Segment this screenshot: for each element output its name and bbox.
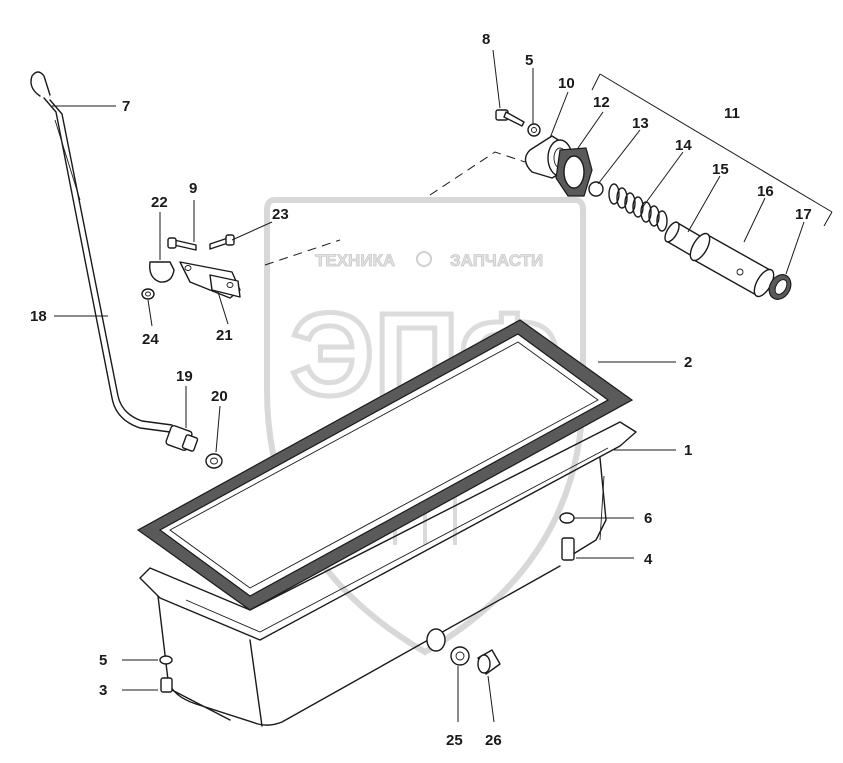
callout-14: 14 xyxy=(675,137,692,154)
callout-13: 13 xyxy=(632,115,649,132)
callout-7: 7 xyxy=(122,98,130,115)
washer-20 xyxy=(205,453,223,469)
callout-23: 23 xyxy=(272,206,289,223)
callout-5-bottom: 5 xyxy=(99,652,107,669)
callout-10: 10 xyxy=(558,75,575,92)
callout-3: 3 xyxy=(99,682,107,699)
dipstick xyxy=(30,71,173,433)
callout-5-top: 5 xyxy=(525,52,533,69)
callout-22: 22 xyxy=(151,194,168,211)
watermark-text-left: ТЕХНИКА xyxy=(315,251,395,270)
watermark-text-right: ЗАПЧАСТИ xyxy=(450,251,543,270)
spring xyxy=(608,183,668,232)
small-parts xyxy=(159,512,575,693)
gear-icon xyxy=(416,251,432,267)
callout-12: 12 xyxy=(593,94,610,111)
oil-pan xyxy=(139,421,637,727)
callout-4: 4 xyxy=(644,551,653,568)
dipstick-fitting xyxy=(165,424,199,452)
watermark-shield xyxy=(264,197,586,656)
callout-17: 17 xyxy=(795,206,812,223)
callout-15: 15 xyxy=(712,161,729,178)
callout-11: 11 xyxy=(724,105,740,122)
callout-8: 8 xyxy=(482,31,490,48)
callout-1: 1 xyxy=(684,442,692,459)
suction-assembly xyxy=(264,73,833,300)
callout-26: 26 xyxy=(485,732,502,749)
leader-lines xyxy=(52,49,805,723)
callout-6: 6 xyxy=(644,510,652,527)
callout-24: 24 xyxy=(142,331,159,348)
callout-21: 21 xyxy=(216,327,233,344)
callout-16: 16 xyxy=(757,183,774,200)
callout-9: 9 xyxy=(189,180,197,197)
callout-25: 25 xyxy=(446,732,463,749)
callout-2: 2 xyxy=(684,354,692,371)
callouts: 7 18 8 5 10 12 11 13 14 15 16 17 9 22 23… xyxy=(30,31,812,749)
bracket-group xyxy=(141,234,241,300)
oil-pan-gasket xyxy=(136,319,634,611)
callout-18: 18 xyxy=(30,308,47,325)
callout-19: 19 xyxy=(176,368,193,385)
callout-20: 20 xyxy=(211,388,228,405)
